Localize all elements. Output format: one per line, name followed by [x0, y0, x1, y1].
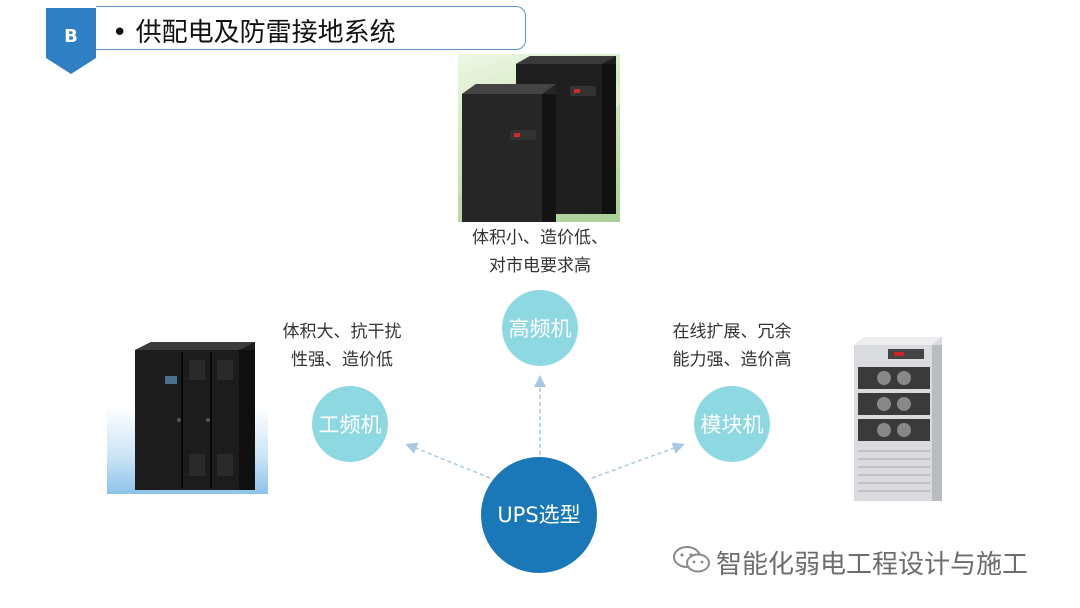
high-frequency-description: 体积小、造价低、 对市电要求高 [450, 224, 630, 280]
power-frequency-desc-line-1: 体积大、抗干扰 [282, 322, 402, 342]
title-box [96, 6, 526, 50]
power-frequency-node: 工频机 [312, 386, 388, 462]
modular-node: 模块机 [694, 386, 770, 462]
ups-selection-node: UPS选型 [481, 457, 597, 573]
high-frequency-desc-line-1: 体积小、造价低、 [472, 228, 608, 248]
high-frequency-desc-line-2: 对市电要求高 [489, 256, 591, 276]
power-frequency-ups-image [107, 334, 268, 494]
modular-ups-image [848, 333, 944, 503]
modular-node-label: 模块机 [700, 413, 764, 437]
modular-description: 在线扩展、冗余 能力强、造价高 [652, 318, 812, 374]
power-frequency-desc-line-2: 性强、造价低 [291, 350, 393, 370]
modular-desc-line-2: 能力强、造价高 [672, 350, 792, 370]
arrow-to-power-frequency [405, 442, 491, 479]
section-badge-letter: B [64, 26, 78, 47]
section-badge [46, 8, 96, 74]
ups-selection-node-label: UPS选型 [497, 503, 581, 527]
high-frequency-node-label: 高频机 [508, 317, 572, 341]
arrow-to-modular [591, 442, 685, 479]
power-frequency-node-label: 工频机 [318, 413, 382, 437]
high-frequency-node: 高频机 [502, 290, 578, 366]
watermark-text: 智能化弱电工程设计与施工 [716, 550, 1029, 580]
high-frequency-ups-image [458, 54, 620, 222]
wechat-icon [673, 546, 710, 573]
page-title: • 供配电及防雷接地系统 [112, 18, 396, 48]
modular-desc-line-1: 在线扩展、冗余 [672, 322, 792, 342]
power-frequency-description: 体积大、抗干扰 性强、造价低 [262, 318, 422, 374]
